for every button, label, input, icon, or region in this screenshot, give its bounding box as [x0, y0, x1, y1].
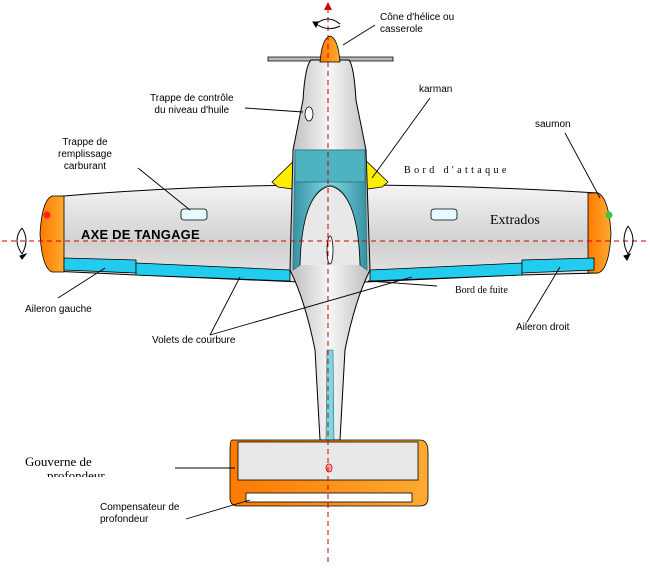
- flap-right: [369, 262, 523, 282]
- label-compensateur-line2: profondeur: [100, 514, 149, 525]
- label-cone-line2: casserole: [380, 24, 423, 35]
- oil-hatch: [304, 106, 314, 122]
- label-axe-tangage: AXE DE TANGAGE: [81, 227, 200, 242]
- tail-stripe: [325, 349, 335, 441]
- label-extrados: Extrados: [490, 213, 540, 228]
- label-gouverne-line1: Gouverne de: [25, 455, 92, 469]
- label-saumon: saumon: [535, 119, 571, 130]
- label-compensateur: Compensateur de profondeur: [100, 502, 180, 526]
- trim-tab: [245, 492, 413, 503]
- cockpit-marker: [326, 235, 334, 265]
- label-aileron-gauche: Aileron gauche: [25, 304, 92, 315]
- label-trappe-huile: Trappe de contrôle du niveau d'huile: [150, 93, 234, 117]
- label-trappe-carburant-line3: carburant: [63, 161, 107, 172]
- spinner: [319, 35, 341, 63]
- cockpit-seat: [299, 185, 361, 266]
- label-gouverne: Gouverne de profondeur: [25, 455, 125, 477]
- label-trappe-huile-line2: du niveau d'huile: [154, 105, 230, 116]
- aileron-right: [521, 257, 595, 274]
- label-trappe-carburant-line1: Trappe de: [62, 137, 108, 148]
- label-trappe-carburant-line2: remplissage: [58, 149, 112, 160]
- label-aileron-droit: Aileron droit: [516, 322, 570, 333]
- label-gouverne-line2: profondeur: [47, 468, 105, 478]
- roll-arrow: [324, 2, 332, 10]
- rotation-arrow-right: [623, 225, 634, 261]
- label-bord-fuite: Bord de fuite: [455, 285, 508, 296]
- label-karman: karman: [419, 84, 453, 95]
- rotation-arrow-top: [312, 18, 341, 30]
- nav-light-green: [605, 211, 613, 219]
- label-cone: Cône d'hélice ou casserole: [380, 12, 454, 36]
- label-trappe-huile-line1: Trappe de contrôle: [150, 93, 234, 104]
- fuel-hatch-left: [180, 208, 208, 221]
- fuel-hatch-right: [430, 208, 458, 221]
- label-compensateur-line1: Compensateur de: [100, 502, 180, 513]
- leader-lines: [57, 24, 601, 520]
- label-cone-line1: Cône d'hélice ou: [380, 12, 455, 23]
- label-volets: Volets de courbure: [152, 335, 236, 346]
- rotation-arrow-left: [16, 227, 28, 260]
- wingtip-left: [39, 195, 65, 273]
- label-trappe-carburant: Trappe de remplissage carburant: [58, 137, 112, 173]
- tail-light: [325, 463, 333, 473]
- wingtip-right: [587, 192, 612, 274]
- label-bord-attaque: Bord d'attaque: [404, 165, 510, 176]
- windshield: [294, 149, 366, 183]
- nav-light-red: [43, 211, 51, 219]
- flap-left: [135, 262, 291, 282]
